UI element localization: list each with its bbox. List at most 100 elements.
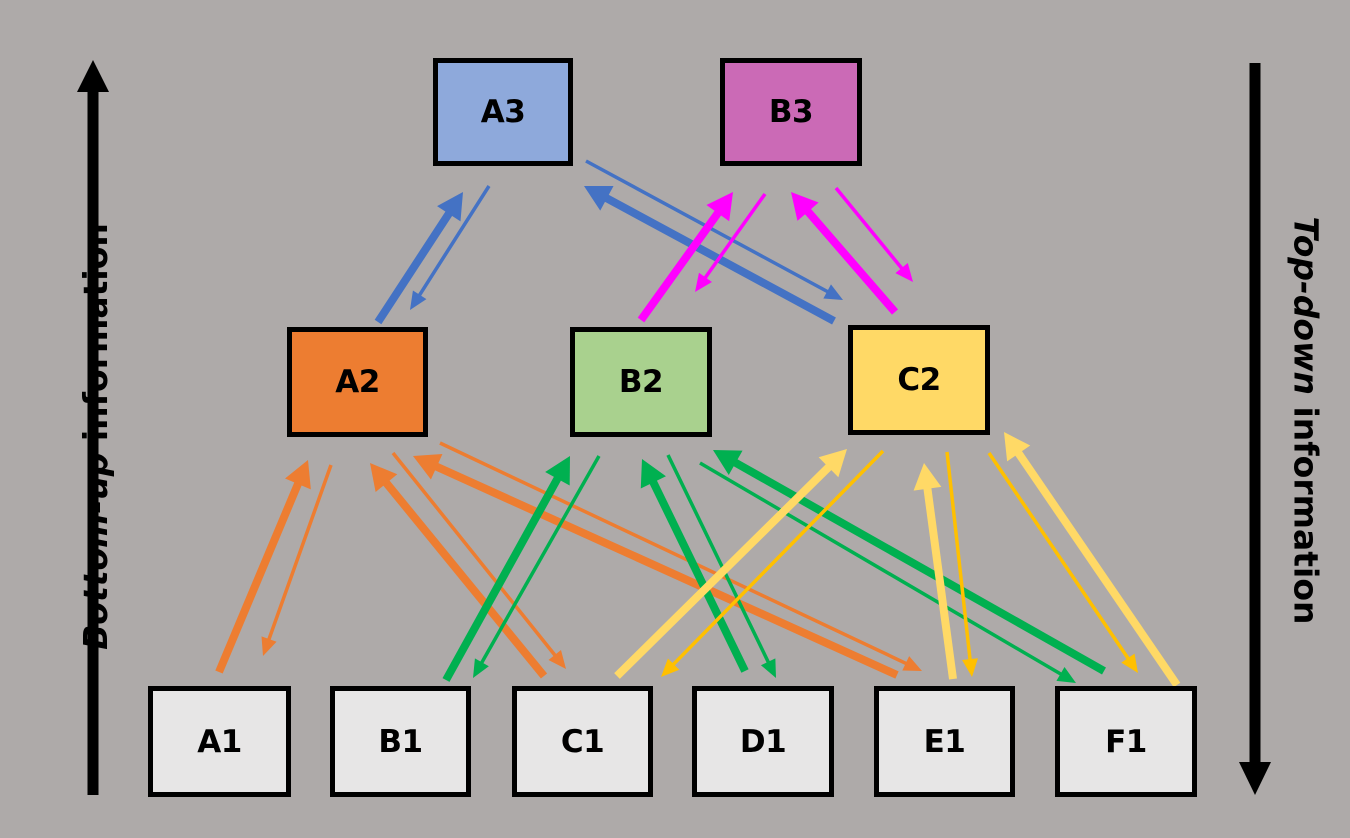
edge-shaft — [1014, 449, 1181, 688]
arrowhead-icon — [962, 658, 978, 677]
edge-b2-to-b3 — [637, 192, 733, 323]
edge-shaft — [834, 186, 905, 271]
arrowhead-icon — [695, 272, 712, 292]
edge-b2-to-f1 — [699, 461, 1076, 683]
arrowhead-icon — [413, 453, 443, 480]
edge-shaft — [479, 455, 601, 665]
edge-shaft — [987, 452, 1131, 661]
node-f1: F1 — [1055, 686, 1197, 797]
edge-shaft — [374, 209, 454, 325]
edge-c1-to-a2 — [370, 463, 548, 679]
edge-shaft — [699, 461, 1064, 677]
node-b3: B3 — [720, 58, 862, 166]
edge-a2-to-c1 — [391, 451, 566, 669]
node-label: F1 — [1105, 723, 1147, 760]
arrowhead-icon — [713, 450, 743, 475]
edge-c1-to-c2 — [614, 449, 847, 679]
edges-layer — [215, 159, 1181, 688]
node-a3: A3 — [433, 58, 573, 166]
edge-c2-to-e1 — [945, 451, 978, 677]
node-label: B2 — [618, 364, 664, 400]
arrowhead-icon — [760, 658, 776, 678]
edge-shaft — [637, 209, 723, 323]
arrowhead-icon — [285, 460, 311, 490]
edge-b2-to-b1 — [473, 455, 601, 678]
edge-shaft — [382, 479, 548, 679]
edge-shaft — [266, 464, 333, 642]
edge-shaft — [803, 207, 899, 315]
arrowhead-icon — [410, 290, 427, 310]
arrowhead-icon — [706, 192, 733, 222]
bottom-up-label: Bottom-up information — [76, 223, 115, 650]
edge-c2-to-b3 — [791, 192, 899, 315]
node-b1: B1 — [330, 686, 471, 797]
edge-shaft — [433, 462, 899, 679]
node-label: C1 — [560, 723, 605, 760]
edge-a2-to-e1 — [439, 441, 922, 671]
arrowhead-icon — [1056, 667, 1076, 683]
top-down-label-italic: Top-down — [1286, 216, 1326, 396]
arrowhead-icon — [1121, 653, 1138, 673]
arrowhead-icon — [548, 649, 566, 669]
node-label: B1 — [378, 723, 423, 760]
node-label: A2 — [335, 364, 380, 400]
edge-f1-to-c2 — [1004, 432, 1181, 688]
edge-shaft — [702, 192, 767, 280]
edge-shaft — [648, 478, 749, 673]
edge-e1-to-c2 — [913, 463, 957, 680]
edge-a1-to-a2 — [215, 460, 311, 674]
node-b2: B2 — [570, 327, 712, 437]
arrowhead-icon — [473, 658, 489, 678]
edge-shaft — [439, 441, 909, 666]
node-e1: E1 — [874, 686, 1015, 797]
edge-shaft — [215, 480, 303, 674]
arrowhead-icon — [913, 463, 942, 491]
arrowhead-icon — [261, 636, 277, 656]
top-down-label: Top-down information — [1287, 216, 1326, 624]
edge-a3-to-c2 — [585, 159, 843, 300]
arrowhead-icon — [545, 456, 570, 486]
arrowhead-icon — [370, 463, 398, 492]
edge-shaft — [923, 486, 957, 680]
edge-a3-to-a2 — [410, 185, 491, 310]
node-label: B3 — [768, 94, 814, 130]
edge-c2-to-c1 — [661, 449, 885, 677]
edge-shaft — [666, 454, 771, 665]
top-down-axis-arrow — [1239, 63, 1271, 795]
arrowhead-icon — [584, 186, 614, 211]
edge-shaft — [614, 463, 833, 679]
edge-d1-to-b2 — [640, 459, 749, 673]
node-label: A1 — [197, 723, 242, 760]
edge-a2-to-a3 — [374, 192, 463, 325]
edge-e1-to-a2 — [413, 453, 899, 679]
node-label: C2 — [897, 362, 941, 398]
arrowhead-icon — [437, 192, 463, 222]
node-label: D1 — [739, 723, 787, 760]
node-a2: A2 — [287, 327, 428, 437]
arrowhead-icon — [818, 449, 847, 478]
arrowhead-icon — [791, 192, 819, 221]
edge-shaft — [670, 449, 885, 667]
node-label: E1 — [923, 723, 966, 760]
edge-shaft — [391, 451, 558, 658]
node-a1: A1 — [148, 686, 291, 797]
edge-b3-to-b2 — [695, 192, 767, 292]
edge-a2-to-a1 — [261, 464, 333, 656]
edge-b1-to-b2 — [442, 456, 570, 682]
arrowhead-icon — [823, 284, 843, 300]
node-d1: D1 — [692, 686, 834, 797]
top-down-label-rest: information — [1286, 395, 1326, 625]
arrowhead-icon — [1004, 432, 1031, 462]
bottom-up-label-rest: information — [75, 223, 115, 453]
edge-c2-to-f1 — [987, 452, 1138, 673]
arrowhead-icon — [902, 656, 922, 671]
edge-shaft — [442, 475, 562, 682]
node-label: A3 — [480, 94, 526, 130]
bottom-up-axis-arrow — [77, 60, 109, 795]
edge-f1-to-b2 — [713, 450, 1106, 675]
edge-shaft — [417, 185, 491, 298]
edge-shaft — [945, 451, 972, 662]
edge-b3-to-c2 — [834, 186, 913, 282]
arrowhead-icon — [661, 658, 680, 677]
